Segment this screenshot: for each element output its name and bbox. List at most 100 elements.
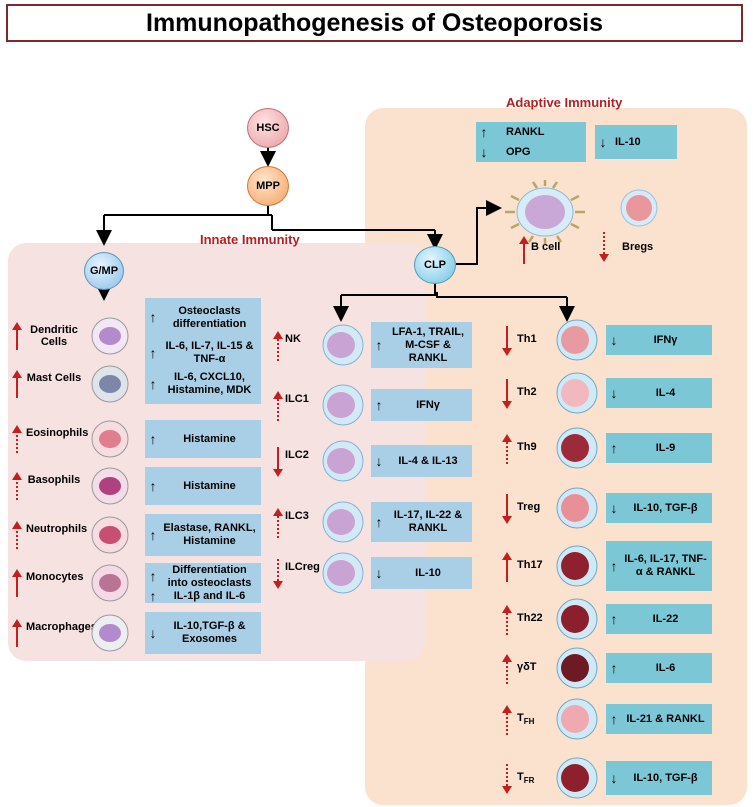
t-cell-image [554,597,600,646]
cytokine-row: ↑Osteoclasts differentiation [145,300,261,336]
innate-cytokine-box: ↑ Elastase, RANKL, Histamine [145,514,261,556]
cytokine-text: IL-10, TGF-β [633,501,698,514]
opg-label: OPG [506,145,531,158]
rankl-label: RANKL [506,125,545,138]
t-cell-image [554,486,600,535]
b-cell-label: B cell [531,241,561,253]
il10-top-box: ↓ IL-10 [595,125,677,159]
t-cell-image [554,756,600,805]
trend-arrow-icon [502,764,512,794]
cytokine-text: IL-10, TGF-β [633,771,698,784]
b-cell-trend-arrow [519,236,529,264]
down-arrow-icon: ↓ [375,564,383,581]
clp-node: CLP [414,246,456,284]
ilc-cell-label: ILC2 [285,449,309,461]
t-cell-image [554,544,600,593]
up-arrow-icon: ↑ [610,439,618,456]
innate-cell-label: Eosinophils [26,427,89,439]
t-cell-cytokine-box: ↓IL-10, TGF-β [606,761,712,795]
up-arrow-icon: ↑ [610,710,618,727]
trend-arrow-icon [502,705,512,735]
t-cell-cytokine-box: ↑ IL-21 & RANKL [606,704,712,734]
innate-trend-indicator [10,619,24,652]
t-cell-label: Th17 [517,559,543,571]
up-arrow-icon: ↑ [149,430,157,447]
innate-cell-image [87,613,133,658]
cytokine-text: IL-22 [652,612,679,625]
cytokine-text: Elastase, RANKL, Histamine [163,522,256,547]
ilc-trend-indicator [271,331,285,366]
t-cell-trend-indicator [500,764,514,799]
t-cell-name: Th17 [517,559,543,571]
innate-cytokine-box: ↑Osteoclasts differentiation↑IL-6, IL-7,… [145,298,261,373]
innate-cell-label: Macrophages [26,621,97,633]
t-cell-image [554,697,600,746]
cytokine-row: ↑ Histamine [145,469,261,503]
down-arrow-icon: ↓ [375,452,383,469]
t-cell-trend-indicator [500,654,514,689]
cytokine-row: ↑IL-1β and IL-6 [145,589,261,603]
trend-arrow-icon [273,559,283,589]
trend-arrow-icon [502,326,512,356]
t-cell-name: Th1 [517,333,537,345]
down-arrow-icon: ↓ [599,133,607,150]
innate-cytokine-box: ↑IL-6, CXCL10, Histamine, MDK [145,364,261,404]
cytokine-text: IL-21 & RANKL [626,712,705,725]
up-arrow-icon: ↑ [149,526,157,543]
t-cell-label: Th1 [517,333,537,345]
trend-arrow-icon [12,321,22,350]
innate-cell-image [87,419,133,464]
cytokine-row: ↑ Histamine [145,422,261,456]
up-arrow-icon: ↑ [149,477,157,494]
t-cell-subscript: FR [523,776,535,786]
cytokine-text: Histamine [183,479,236,492]
t-cell-name: T [517,712,524,724]
t-cell-trend-indicator [500,494,514,529]
cytokine-text: IL-6, CXCL10, Histamine, MDK [167,371,252,396]
t-cell-name: Th22 [517,612,543,624]
t-cell-trend-indicator [500,379,514,414]
innate-cell-image [87,316,133,361]
cytokine-row: ↑IL-6, IL-7, IL-15 & TNF-α [145,336,261,372]
innate-cytokine-box: ↑ Histamine [145,467,261,505]
t-cell-trend-indicator [500,434,514,469]
innate-cell-image [87,364,133,409]
adaptive-immunity-heading: Adaptive Immunity [506,95,623,110]
ilc-cytokine-box: ↑ LFA-1, TRAIL, M-CSF & RANKL [371,322,472,368]
innate-trend-indicator [10,370,24,403]
down-arrow-icon: ↓ [480,143,488,160]
ilc-cytokine-box: ↓ IL-4 & IL-13 [371,445,472,477]
innate-trend-indicator [10,521,24,554]
down-arrow-icon: ↓ [610,331,618,348]
ilc-cell-image [320,439,366,488]
t-cell-label: TFR [517,771,534,787]
t-cell-trend-indicator [500,705,514,740]
ilc-trend-indicator [271,447,285,482]
ilc-cell-label: ILC3 [285,510,309,522]
ilc-cell-label: NK [285,333,301,345]
ilc-cell-image [320,323,366,372]
cytokine-text: IL-4 & IL-13 [398,454,458,467]
up-arrow-icon: ↑ [610,557,618,574]
ilc-cell-image [320,500,366,549]
cytokine-text: LFA-1, TRAIL, M-CSF & RANKL [391,325,465,364]
ilc-cytokine-box: ↓IL-10 [371,557,472,589]
t-cell-subscript: FH [523,717,535,727]
trend-arrow-icon [273,331,283,361]
innate-immunity-heading: Innate Immunity [200,232,300,247]
b-cell-image [505,180,585,244]
bregs-trend-arrow [599,232,609,262]
cytokine-text: Histamine [183,432,236,445]
up-arrow-icon: ↑ [610,659,618,676]
cytokine-text: IL-10,TGF-β & Exosomes [173,620,246,645]
innate-cytokine-box: ↓IL-10,TGF-β & Exosomes [145,612,261,654]
hsc-node: HSC [247,108,289,148]
cytokine-text: IL-9 [655,441,676,454]
trend-arrow-icon [12,370,22,398]
cytokine-text: IL-6 [655,661,676,674]
up-arrow-icon: ↑ [375,336,383,353]
t-cell-cytokine-box: ↑ IL-9 [606,433,712,463]
cytokine-row: ↑IL-6, CXCL10, Histamine, MDK [145,366,261,402]
up-arrow-icon: ↑ [375,513,383,530]
t-cell-cytokine-box: ↓IL-10, TGF-β [606,493,712,523]
